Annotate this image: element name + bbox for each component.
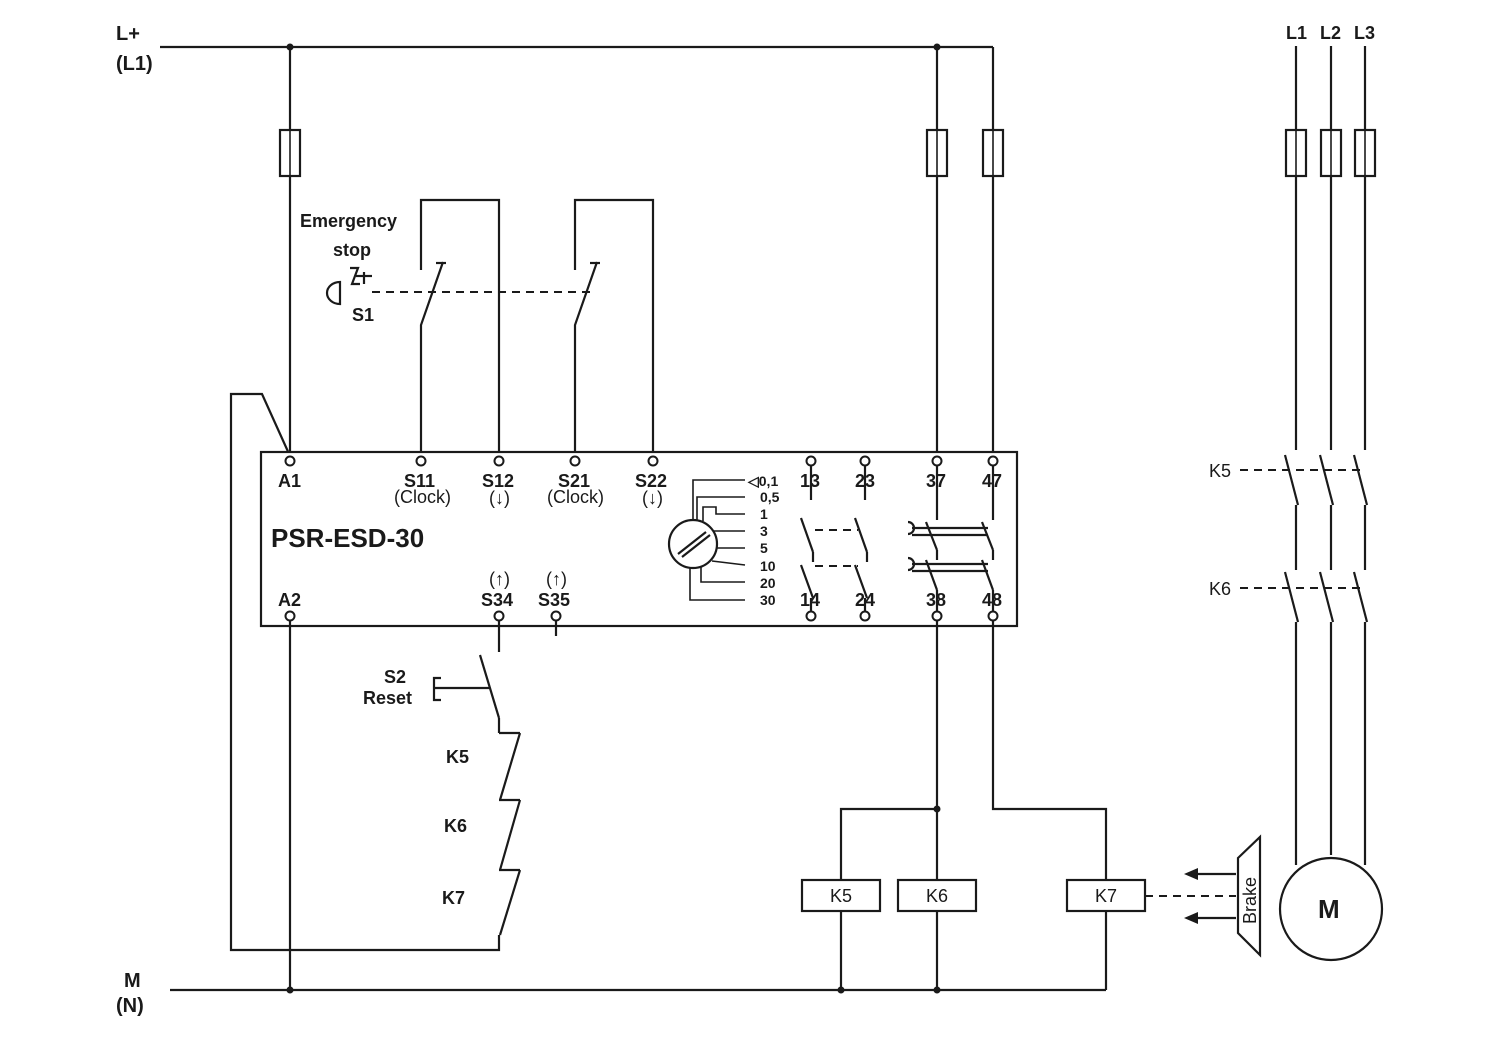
terminal-sub-s12: (↓) xyxy=(489,488,510,508)
fuse-37 xyxy=(925,47,949,456)
brake-label: Brake xyxy=(1240,877,1260,924)
supply-rail-top xyxy=(160,43,995,456)
main-phase-lines xyxy=(1284,46,1377,450)
supply-rail-bottom xyxy=(170,986,1106,994)
supply-top-label: L+ xyxy=(116,23,140,45)
coil-wiring xyxy=(839,621,1108,990)
terminal-label-s34: S34 xyxy=(481,590,513,610)
feedback-loop-wire xyxy=(229,392,501,952)
main-contacts-k6 xyxy=(1240,571,1369,865)
terminal-sub-s11: (Clock) xyxy=(394,487,451,507)
estop-pushbutton-icon xyxy=(325,266,372,306)
terminal-label-s12: S12 xyxy=(482,471,514,491)
estop-channel-1 xyxy=(419,198,501,456)
delay-setting-0: ◁0,1 xyxy=(747,473,778,489)
delay-setting-7: 30 xyxy=(760,592,776,608)
terminal-label-s11: S11 xyxy=(404,471,435,491)
coil-k6-label: K6 xyxy=(926,886,948,906)
estop-channel-2 xyxy=(573,198,655,456)
delay-setting-6: 20 xyxy=(760,575,776,591)
terminal-label-s21: S21 xyxy=(558,471,590,491)
motor-label: M xyxy=(1318,894,1340,924)
terminal-sub-s34: (↑) xyxy=(489,569,510,589)
reset-label: Reset xyxy=(363,688,412,708)
delay-setting-4: 5 xyxy=(760,540,768,556)
instant-contacts-icon xyxy=(799,466,869,611)
reset-button-icon xyxy=(432,621,558,719)
supply-bottom-label-alt: (N) xyxy=(116,995,144,1017)
feedback-contact-k7: K7 xyxy=(442,888,465,908)
coil-k7 xyxy=(1065,878,1147,913)
estop-id: S1 xyxy=(352,305,374,325)
relay-name: PSR-ESD-30 xyxy=(271,523,424,553)
terminal-sub-s21: (Clock) xyxy=(547,487,604,507)
feedback-contacts-chain xyxy=(497,718,522,936)
main-contacts-k5 xyxy=(1240,454,1369,570)
phase-label-l1: L1 xyxy=(1286,23,1307,43)
terminal-label-s22: S22 xyxy=(635,471,667,491)
main-contact-label-k6: K6 xyxy=(1209,579,1231,599)
fuse-a1 xyxy=(278,47,302,456)
coil-k5-label: K5 xyxy=(830,886,852,906)
relay-module xyxy=(259,450,1019,628)
feedback-contact-k6: K6 xyxy=(444,816,467,836)
delay-setting-5: 10 xyxy=(760,558,776,574)
terminal-label-s35: S35 xyxy=(538,590,570,610)
phase-label-l3: L3 xyxy=(1354,23,1375,43)
brake-icon xyxy=(1236,834,1262,958)
brake-link xyxy=(1145,868,1236,924)
terminal-label-a1: A1 xyxy=(278,471,301,491)
delayed-contacts-icon xyxy=(907,466,995,611)
fuse-47 xyxy=(981,128,1005,178)
terminal-label-a2: A2 xyxy=(278,590,301,610)
coil-k5 xyxy=(800,878,882,913)
relay-bottom-terminals xyxy=(284,610,999,622)
delay-setting-3: 3 xyxy=(760,523,768,539)
main-contact-label-k5: K5 xyxy=(1209,461,1231,481)
estop-title-line2: stop xyxy=(333,240,371,260)
motor-icon xyxy=(1278,856,1384,962)
supply-bottom-label: M xyxy=(124,970,141,992)
delay-setting-2: 1 xyxy=(760,506,768,522)
terminal-sub-s35: (↑) xyxy=(546,569,567,589)
phase-label-l2: L2 xyxy=(1320,23,1341,43)
supply-top-label-alt: (L1) xyxy=(116,53,153,75)
delay-dial-icon xyxy=(667,479,746,601)
estop-title-line1: Emergency xyxy=(300,211,397,231)
feedback-contact-k5: K5 xyxy=(446,747,469,767)
terminal-sub-s22: (↓) xyxy=(642,488,663,508)
coil-k6 xyxy=(896,878,978,913)
relay-top-terminals xyxy=(284,455,999,467)
coil-k7-label: K7 xyxy=(1095,886,1117,906)
delay-setting-1: 0,5 xyxy=(760,489,780,505)
reset-id: S2 xyxy=(384,667,406,687)
